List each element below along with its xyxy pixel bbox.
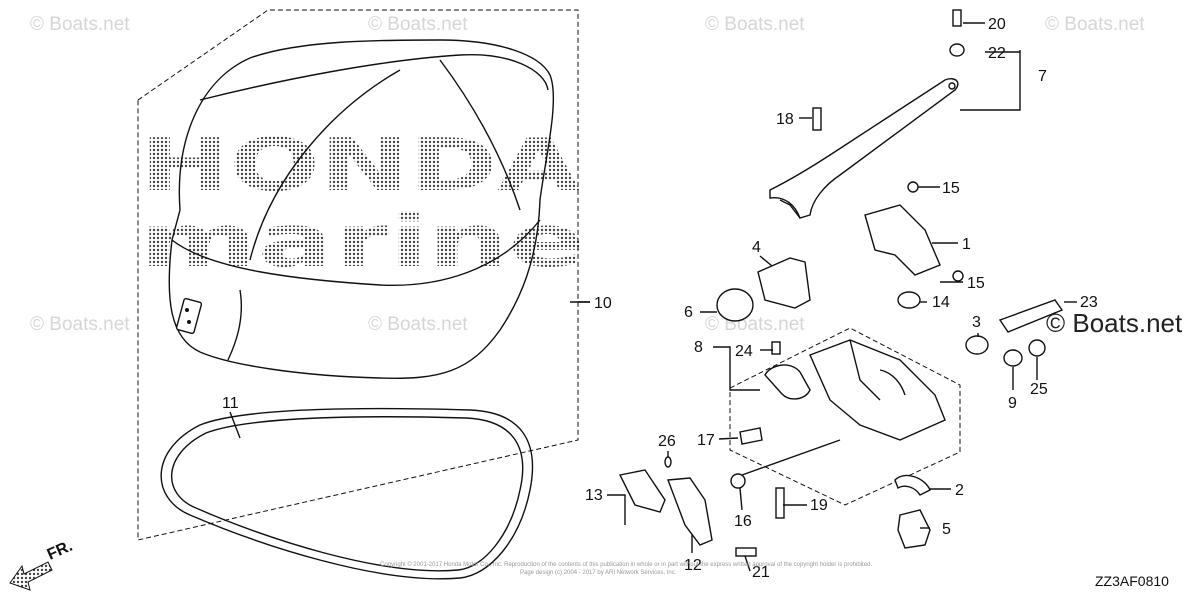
- part-23: [998, 299, 1064, 333]
- watermark: © Boats.net: [705, 314, 805, 335]
- part-15-lower: [952, 270, 964, 282]
- part-9: [1003, 349, 1023, 367]
- front-direction-indicator: FR.: [9, 538, 75, 591]
- part-20: [952, 9, 962, 27]
- part-2: [894, 474, 931, 496]
- callout-2: 2: [955, 482, 964, 499]
- callout-7: 7: [1038, 68, 1047, 85]
- callout-4: 4: [752, 239, 761, 256]
- part-13: [618, 469, 666, 513]
- callout-25: 25: [1030, 381, 1048, 398]
- callout-15-lower: 15: [967, 275, 985, 292]
- part-4: [757, 257, 811, 309]
- copyright-text: Copyright © 2001-2017 Honda Motor Co., I…: [380, 561, 872, 568]
- watermark: © Boats.net: [368, 314, 468, 335]
- callout-6: 6: [684, 304, 693, 321]
- callout-9: 9: [1008, 395, 1017, 412]
- watermark-group: © Boats.net © Boats.net © Boats.net © Bo…: [30, 14, 1145, 335]
- bracket-1-illustration: [864, 204, 941, 276]
- callout-20: 20: [988, 16, 1006, 33]
- part-14: [897, 291, 921, 309]
- brand-watermark-honda: HONDA: [140, 123, 580, 207]
- part-15-upper: [907, 181, 919, 193]
- callout-1: 1: [962, 236, 971, 253]
- watermark: © Boats.net: [368, 14, 468, 35]
- callout-17: 17: [697, 432, 715, 449]
- part-18: [812, 107, 822, 131]
- lever-arm-illustration: [769, 78, 959, 219]
- diagram-code: ZZ3AF0810: [1095, 573, 1169, 589]
- callout-13: 13: [585, 487, 603, 504]
- callout-16: 16: [734, 513, 752, 530]
- part-19: [775, 487, 785, 519]
- callout-15-upper: 15: [942, 180, 960, 197]
- leader-lines: [229, 22, 1077, 572]
- small-parts: [618, 9, 1064, 557]
- copyright-text-2: Page design (c) 2004 - 2017 by ARI Netwo…: [520, 570, 677, 576]
- callout-21: 21: [752, 564, 770, 581]
- part-25: [1028, 339, 1046, 357]
- part-24: [771, 341, 781, 355]
- part-6: [716, 288, 754, 322]
- callout-10: 10: [594, 295, 612, 312]
- callout-24: 24: [735, 343, 753, 360]
- watermark: © Boats.net: [30, 14, 130, 35]
- part-21: [735, 547, 757, 557]
- watermark: © Boats.net: [1045, 14, 1145, 35]
- part-26: [664, 456, 672, 468]
- callout-14: 14: [932, 294, 950, 311]
- callout-11: 11: [222, 395, 239, 412]
- callout-labels: 1 2 3 4 5 6 7 8 9 10 11 12 13 14 15 15 1…: [222, 16, 1098, 581]
- part-16-bolt: [741, 439, 841, 476]
- part-22: [949, 43, 965, 57]
- callout-19: 19: [810, 497, 828, 514]
- mechanism-illustration: [764, 339, 946, 441]
- seal-illustration: [160, 407, 534, 580]
- part-5: [897, 509, 931, 549]
- arrow-icon: [9, 561, 53, 591]
- callout-23: 23: [1080, 294, 1098, 311]
- callout-26: 26: [658, 433, 676, 450]
- watermark: © Boats.net: [705, 14, 805, 35]
- engine-cover-illustration: [137, 9, 579, 541]
- callout-8: 8: [694, 339, 703, 356]
- assembly-box-8: [729, 327, 961, 506]
- assembly-box-10: [137, 9, 579, 541]
- part-17: [739, 427, 763, 445]
- front-label: FR.: [45, 538, 75, 564]
- brand-watermark-marine: marine: [140, 199, 585, 283]
- callout-3: 3: [972, 314, 981, 331]
- part-16: [730, 473, 746, 489]
- watermark: © Boats.net: [30, 314, 130, 335]
- callout-5: 5: [942, 521, 951, 538]
- callout-22: 22: [988, 45, 1006, 62]
- watermark-corner: © Boats.net: [1046, 308, 1183, 338]
- callout-18: 18: [776, 111, 794, 128]
- part-12: [667, 477, 713, 546]
- callout-12: 12: [684, 557, 702, 574]
- part-3: [965, 335, 989, 355]
